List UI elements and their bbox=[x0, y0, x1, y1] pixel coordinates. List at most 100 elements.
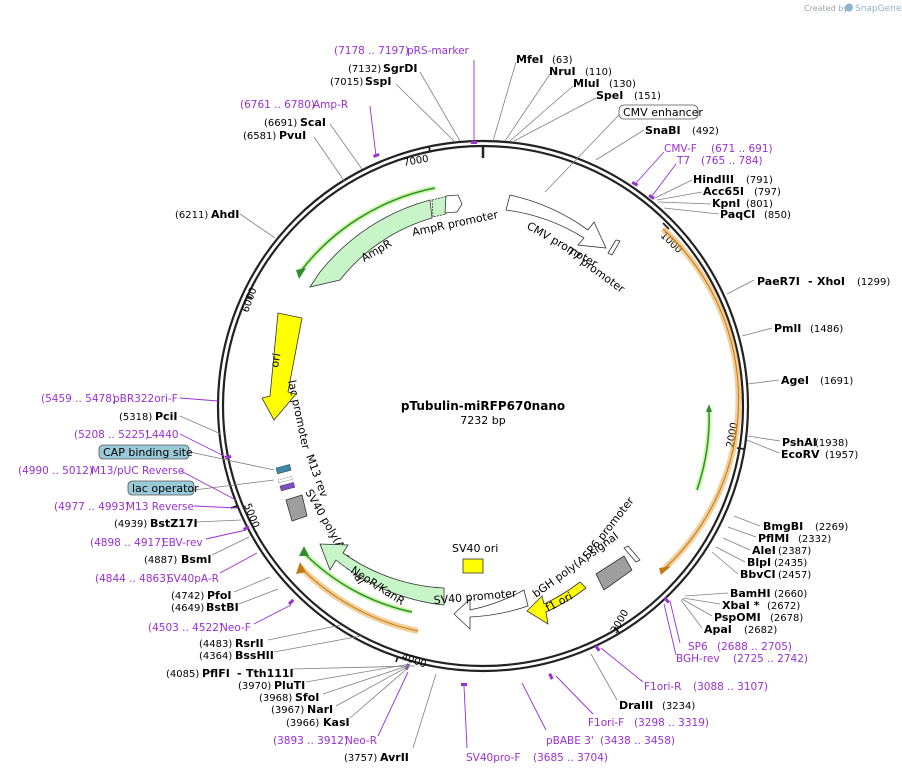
cmv-f-leader bbox=[635, 151, 665, 184]
nari-name: NarI bbox=[307, 703, 333, 716]
sv40pro-f-pos: (3685 .. 3704) bbox=[533, 752, 608, 764]
paer7i-name: PaeR7I bbox=[757, 275, 800, 288]
bsshii-leader bbox=[273, 635, 362, 653]
pcii-name: PciI bbox=[155, 410, 177, 423]
t7-promoter-arrow bbox=[607, 239, 621, 256]
rsrii-name: RsrII bbox=[235, 637, 264, 650]
prs-marker-name: pRS-marker bbox=[407, 45, 470, 57]
sv40pro-f-site bbox=[461, 683, 467, 686]
amp-r-site bbox=[373, 152, 380, 158]
bbvci-pos: (2457) bbox=[778, 570, 811, 581]
amp-r-leader bbox=[369, 105, 377, 157]
bsmi-leader bbox=[211, 536, 250, 556]
avrii-pos: (3757) bbox=[344, 753, 377, 764]
kasi-leader bbox=[349, 666, 410, 719]
cap-site-marker bbox=[275, 464, 292, 475]
amp-r-pos: (6761 .. 6780) bbox=[240, 99, 315, 111]
ebv-rev-pos: (4898 .. 4917) bbox=[90, 537, 165, 549]
cap-binding-site-label: CAP binding site bbox=[103, 446, 193, 459]
pshai-name: PshAI bbox=[782, 436, 817, 449]
bsshii-pos: (4364) bbox=[199, 651, 232, 662]
m13-reverse-name: M13 Reverse bbox=[126, 501, 194, 513]
xbai-leader bbox=[682, 597, 721, 605]
ecorv-leader bbox=[746, 439, 780, 454]
apai-pos: (2682) bbox=[744, 625, 777, 636]
pmli-name: PmlI bbox=[774, 322, 801, 335]
lac-promoter-label: lac promoter bbox=[285, 379, 312, 451]
bamhi-pos: (2660) bbox=[774, 589, 807, 600]
sgrdi-pos: (7132) bbox=[348, 64, 381, 75]
ampr-arrow bbox=[309, 199, 433, 288]
kasi-pos: (3966) bbox=[286, 718, 319, 729]
bmgbi-name: BmgBI bbox=[763, 520, 803, 533]
pflfi-pos: (4085) bbox=[166, 669, 199, 680]
bstbi-pos: (4649) bbox=[171, 603, 204, 614]
acc65i-name: Acc65I bbox=[703, 185, 744, 198]
hindiii-pos: (791) bbox=[746, 175, 773, 186]
ecorv-name: EcoRV bbox=[781, 448, 820, 461]
t7-promoter-label: T7 promoter bbox=[563, 244, 627, 296]
bsmi-pos: (4887) bbox=[144, 555, 177, 566]
orf-arc-right-arrowhead bbox=[659, 566, 671, 575]
created-by-label: Created by bbox=[804, 4, 848, 13]
sv40pro-f-name: SV40pro-F bbox=[466, 752, 520, 764]
sv40pa-r-leader bbox=[219, 552, 258, 574]
draiii-name: DraIII bbox=[619, 699, 653, 712]
xhoi-pos: (1299) bbox=[857, 277, 890, 288]
pbr322ori-f-pos: (5459 .. 5478) bbox=[41, 393, 116, 405]
spei-name: SpeI bbox=[596, 89, 623, 102]
cap-binding-leader bbox=[189, 451, 275, 471]
tick-7000 bbox=[428, 145, 431, 153]
tick-label-4000: 4000 bbox=[400, 651, 428, 670]
prs-marker-site bbox=[471, 141, 477, 144]
pflmi-leader bbox=[727, 526, 757, 538]
mlui-name: MluI bbox=[573, 77, 600, 90]
avrii-name: AvrII bbox=[380, 751, 409, 764]
tick-6000 bbox=[245, 295, 253, 299]
alei-pos: (2387) bbox=[778, 546, 811, 557]
ori-arrow bbox=[261, 312, 303, 421]
scai-name: ScaI bbox=[300, 116, 326, 129]
alei-name: AleI bbox=[752, 544, 776, 557]
mfei-pos: (63) bbox=[552, 55, 573, 66]
mfei-name: MfeI bbox=[516, 53, 543, 66]
mlui-pos: (130) bbox=[609, 79, 636, 90]
ebv-rev-site bbox=[243, 525, 250, 531]
xbai-pos: (2672) bbox=[767, 601, 800, 612]
t7-leader bbox=[651, 163, 677, 197]
kasi-name: KasI bbox=[323, 716, 350, 729]
agei-name: AgeI bbox=[781, 374, 809, 387]
pflfi-dash: - bbox=[237, 667, 242, 680]
green-orf-left-arrowhead bbox=[299, 546, 309, 556]
pluti-pos: (3970) bbox=[238, 681, 271, 692]
sspi-name: SspI bbox=[365, 75, 391, 88]
bstbi-leader bbox=[238, 588, 279, 605]
bsshii-name: BssHII bbox=[235, 649, 274, 662]
kpni-pos: (801) bbox=[746, 199, 773, 210]
orf-arc-right-edge bbox=[662, 228, 739, 569]
cmv-f-pos: (671 .. 691) bbox=[711, 143, 773, 155]
ebv-rev-leader bbox=[205, 529, 247, 540]
pcii-leader bbox=[179, 415, 222, 435]
hindiii-name: HindIII bbox=[693, 173, 734, 186]
f1ori-f-pos: (3298 .. 3319) bbox=[634, 717, 709, 729]
pbr322ori-f-name: pBR322ori-F bbox=[113, 393, 178, 405]
scai-pos: (6691) bbox=[264, 118, 297, 129]
m13-reverse-pos: (4977 .. 4993) bbox=[54, 501, 129, 513]
neo-f-leader bbox=[253, 604, 292, 625]
kpni-name: KpnI bbox=[712, 197, 740, 210]
spei-leader bbox=[513, 97, 597, 142]
cmv-enhancer-box bbox=[618, 104, 699, 120]
sp6-pos: (2688 .. 2705) bbox=[717, 641, 792, 653]
rsrii-leader bbox=[267, 624, 342, 641]
pluti-name: PluTI bbox=[274, 679, 305, 692]
tick-1000 bbox=[662, 222, 670, 230]
l4440-leader bbox=[179, 433, 229, 459]
t7-pos: (765 .. 784) bbox=[701, 155, 763, 167]
pspomi-name: PspOMI bbox=[714, 611, 761, 624]
draiii-pos: (3234) bbox=[662, 701, 695, 712]
bstz17i-name: BstZ17I bbox=[150, 517, 198, 530]
neo-r-pos: (3893 .. 3912) bbox=[273, 735, 348, 747]
bgh-polya-marker bbox=[595, 555, 633, 591]
